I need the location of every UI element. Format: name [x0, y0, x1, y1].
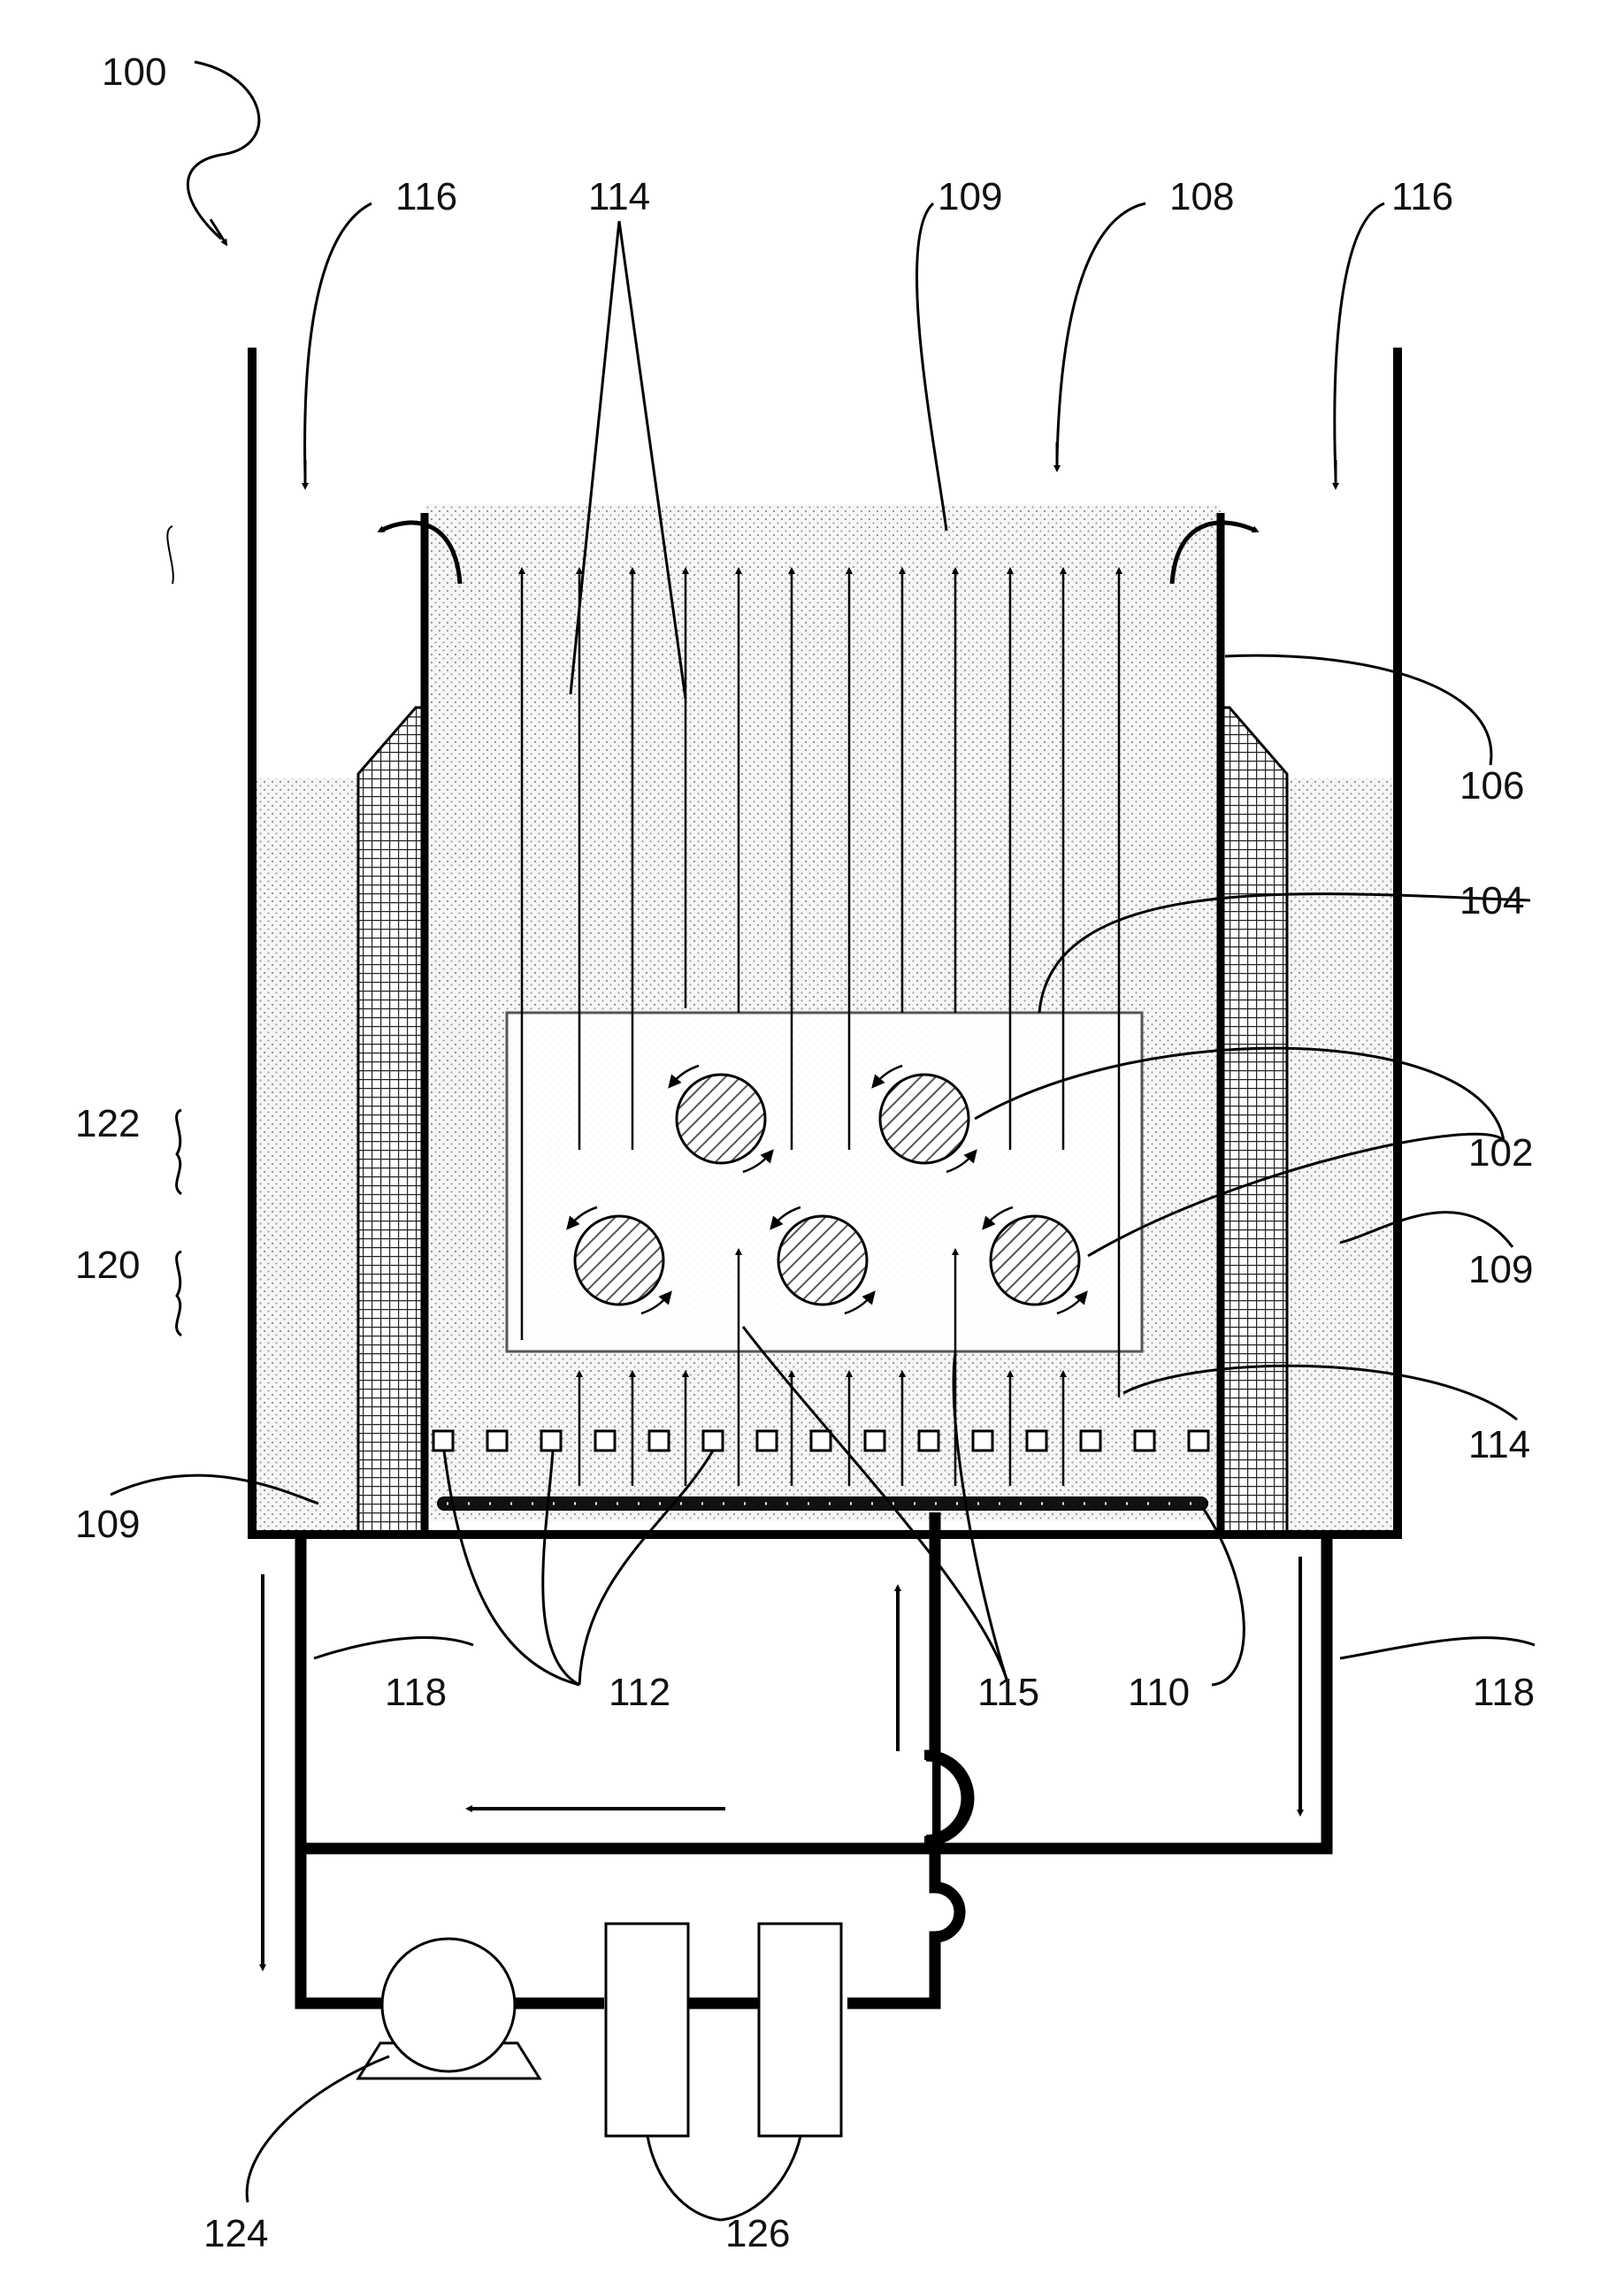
- label-118-left: 118: [385, 1671, 447, 1714]
- filter-1: [606, 1924, 688, 2136]
- pointer-arrows: [211, 219, 1336, 486]
- label-116-left: 116: [395, 175, 457, 218]
- label-114-right: 114: [1468, 1423, 1530, 1466]
- label-126: 126: [725, 2212, 790, 2255]
- outer-fluid-left: [257, 778, 363, 1535]
- label-114-top: 114: [588, 175, 650, 218]
- wall-block-right: [1221, 708, 1287, 1535]
- label-115: 115: [977, 1671, 1039, 1714]
- label-110: 110: [1128, 1671, 1190, 1714]
- pipe-flow-arrows: [263, 1557, 1300, 1968]
- label-104: 104: [1459, 879, 1524, 922]
- wall-block-left: [358, 708, 425, 1535]
- label-112: 112: [609, 1671, 670, 1714]
- label-108: 108: [1169, 175, 1234, 218]
- label-120: 120: [75, 1244, 140, 1287]
- label-102: 102: [1468, 1131, 1533, 1175]
- label-100: 100: [102, 50, 166, 94]
- label-109-top: 109: [938, 175, 1002, 218]
- label-118-right: 118: [1473, 1671, 1535, 1714]
- label-109-left: 109: [75, 1503, 140, 1546]
- label-106: 106: [1459, 764, 1524, 808]
- label-124: 124: [203, 2212, 268, 2255]
- label-116-right: 116: [1391, 175, 1453, 218]
- label-109-right: 109: [1468, 1248, 1533, 1291]
- distributor-elements: [433, 1431, 1208, 1451]
- filter-2: [759, 1924, 841, 2136]
- label-122: 122: [75, 1102, 140, 1145]
